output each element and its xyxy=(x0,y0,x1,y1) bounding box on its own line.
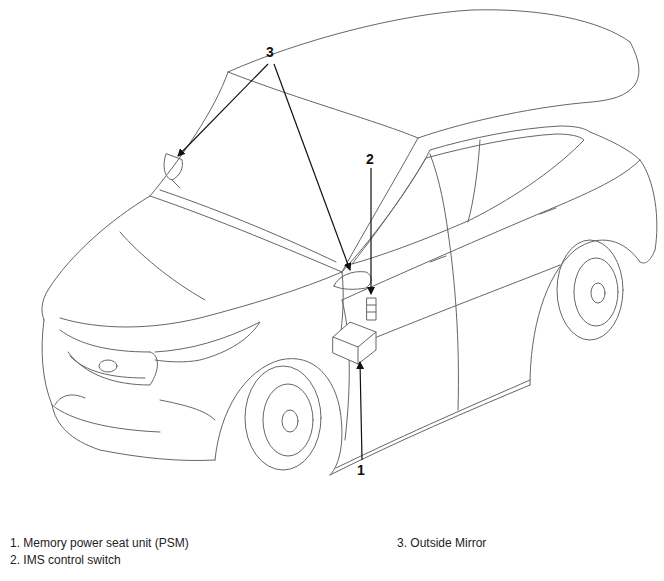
callout-number: 2 xyxy=(366,151,374,168)
part-key-text: 3. Outside Mirror xyxy=(397,536,486,550)
part-key-text: 2. IMS control switch xyxy=(10,553,121,567)
callout-number: 1 xyxy=(357,462,365,479)
part-key-text: 1. Memory power seat unit (PSM) xyxy=(10,536,189,550)
callout-number: 3 xyxy=(266,44,274,61)
